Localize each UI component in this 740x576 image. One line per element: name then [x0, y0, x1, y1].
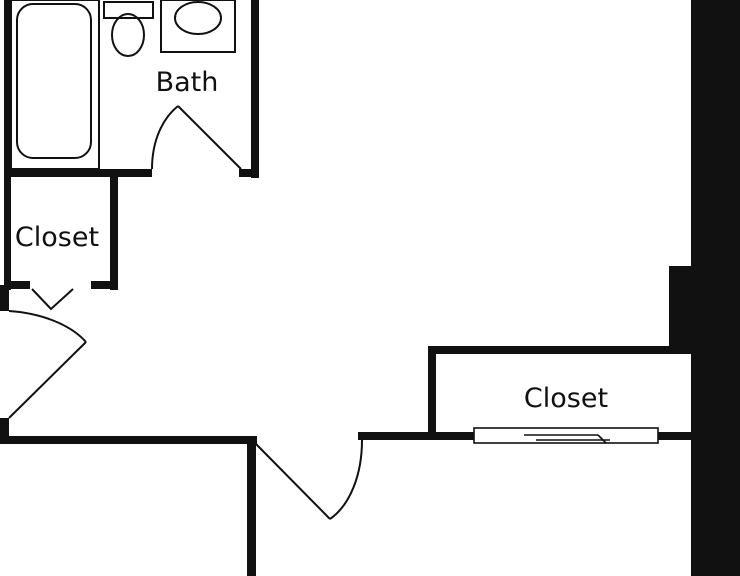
left-wall-stub-lower	[0, 418, 9, 444]
closet-left-wall-bottom-left	[4, 281, 30, 289]
room-label-closet-left: Closet	[15, 222, 99, 253]
room-label-bath: Bath	[156, 67, 219, 98]
exterior-wall-bump	[669, 266, 693, 354]
toilet-tank	[103, 1, 154, 19]
bath-wall-right	[251, 0, 259, 178]
closet-right-wall-left	[428, 346, 436, 440]
left-wall-stub-upper	[0, 285, 9, 311]
closet-left-wall-bottom-right	[91, 281, 118, 289]
closet-left-wall-outer	[4, 175, 11, 290]
closet-right-wall-bottom-left	[358, 432, 474, 440]
toilet-bowl	[111, 13, 145, 57]
bath-door-leaf	[177, 105, 242, 170]
closet-left-door	[31, 288, 74, 311]
bath-wall-bottom-left	[4, 169, 152, 177]
bath-wall-left	[4, 0, 11, 178]
hall-wall-vertical	[247, 436, 256, 576]
room-label-closet-right: Closet	[524, 383, 608, 414]
entry-door-swing	[8, 310, 87, 343]
closet-right-sliding-door	[473, 427, 659, 444]
sink-basin	[174, 1, 222, 35]
closet-right-wall-bottom-right	[658, 432, 692, 440]
sliding-door-joint	[597, 434, 607, 444]
closet-left-wall-right	[110, 175, 118, 290]
lower-door-leaf	[255, 443, 331, 520]
bathtub-basin	[16, 3, 92, 159]
bath-wall-bottom-right	[239, 169, 259, 177]
lower-door-swing	[329, 439, 363, 520]
exterior-wall-right	[691, 0, 740, 576]
bath-door-swing	[151, 105, 179, 170]
closet-right-wall-top	[428, 346, 692, 354]
entry-door-leaf	[8, 341, 87, 419]
sink-counter	[160, 0, 236, 53]
hall-wall-bottom	[0, 436, 257, 444]
bathtub	[10, 0, 100, 170]
